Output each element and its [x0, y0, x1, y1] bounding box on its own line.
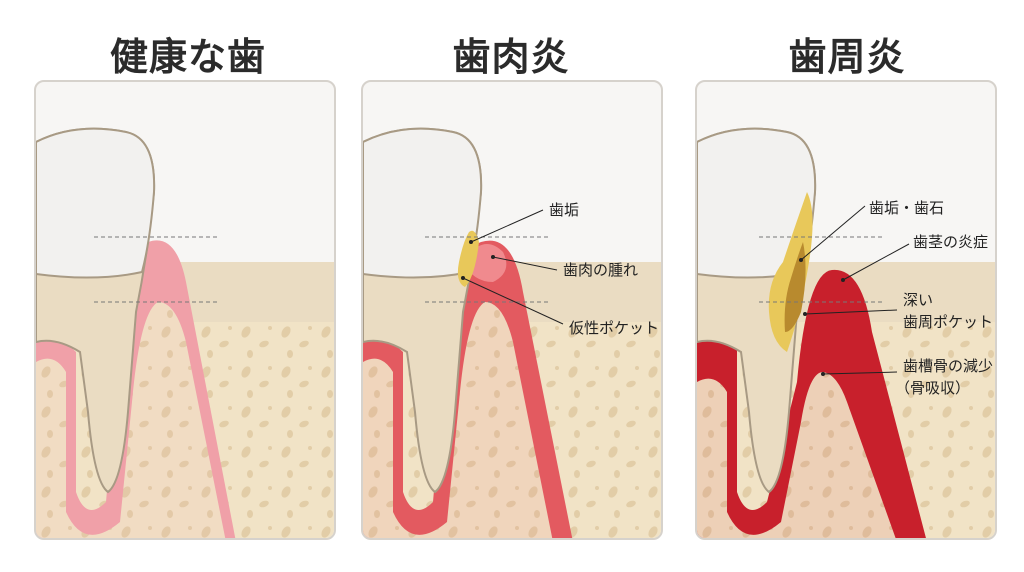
leader-line-plaque: [470, 209, 544, 243]
leader-line-deep-pocket: [804, 309, 898, 315]
plaque: [457, 230, 479, 287]
panel-title-gingivitis: 歯肉炎: [452, 35, 570, 79]
label-pseudo-pocket: 仮性ポケット: [569, 319, 660, 337]
alveolar-bone: [697, 372, 896, 538]
enamel: [36, 127, 156, 279]
tartar: [784, 242, 806, 332]
panel-healthy: [34, 80, 336, 540]
enamel: [363, 127, 483, 279]
healthy-tooth-illustration: [36, 127, 334, 538]
label-gum-swelling: 歯肉の腫れ: [563, 261, 639, 279]
gingivitis-illustration: [363, 127, 661, 538]
alveolar-bone: [36, 302, 226, 538]
label-plaque-tartar: 歯垢・歯石: [869, 199, 945, 217]
plaque: [768, 192, 813, 352]
leader-line-gum-inflammation: [842, 243, 910, 281]
panel-title-healthy: 健康な歯: [110, 35, 267, 79]
alveolar-bone: [363, 302, 553, 538]
label-bone-resorption: （骨吸収）: [895, 379, 971, 397]
label-alveolar-bone-loss: 歯槽骨の減少: [903, 357, 994, 375]
enamel: [697, 127, 817, 279]
periodontitis-illustration: [697, 127, 995, 538]
panel-periodontitis: 歯垢・歯石 歯茎の炎症 深い 歯周ポケット 歯槽骨の減少 （骨吸収）: [695, 80, 997, 540]
label-periodontal-pocket: 歯周ポケット: [903, 313, 994, 331]
label-plaque: 歯垢: [549, 201, 580, 219]
label-gum-inflammation: 歯茎の炎症: [913, 233, 989, 251]
leader-line-bone-loss: [822, 371, 898, 375]
leader-line-swelling: [492, 256, 558, 271]
label-deep: 深い: [903, 291, 934, 309]
panel-title-periodontitis: 歯周炎: [788, 35, 906, 79]
leader-line-pseudo-pocket: [462, 277, 564, 325]
panel-gingivitis: 歯垢 歯肉の腫れ 仮性ポケット: [361, 80, 663, 540]
leader-line-plaque-tartar: [800, 205, 866, 261]
